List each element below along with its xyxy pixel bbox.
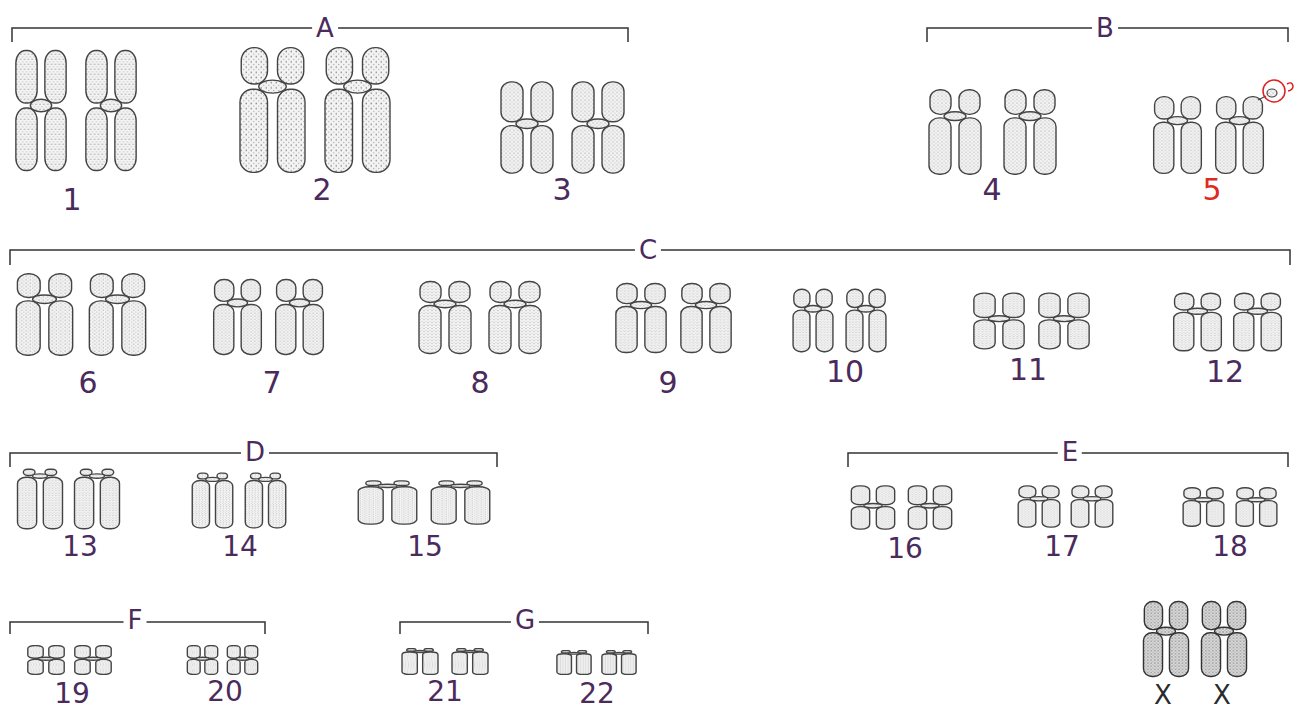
chromosome-number: 8 [466,368,493,398]
chromosome-number: 17 [1040,533,1084,561]
group-label: C [635,237,661,263]
chromosome-number: 2 [308,175,335,205]
chromosome-pairs [16,48,1281,677]
chromosome-number: 19 [50,680,94,708]
chromosome-number: 15 [403,533,447,561]
chromosome-number: 3 [548,175,575,205]
chromosome-number: 20 [203,678,247,706]
chromosome-number: 11 [1005,355,1051,385]
group-label: B [1092,15,1118,41]
chromosome-number: 7 [258,368,285,398]
group-label: E [1058,439,1082,465]
group-label: D [241,439,269,465]
group-label: F [124,607,147,633]
group-label: A [312,15,338,41]
group-label: G [511,607,539,633]
chromosome-number: 6 [74,368,101,398]
chromosome-number: 4 [978,175,1005,205]
deletion-marker [1258,80,1293,102]
chromosome-number: 16 [883,535,927,563]
sex-chromosome-label: X [1150,682,1176,708]
chromosome-number: 12 [1202,357,1248,387]
chromosome-number: 14 [218,533,262,561]
chromosome-number: 10 [822,357,868,387]
chromosome-number: 9 [654,368,681,398]
chromosome-number: 21 [423,678,467,706]
chromosome-number: 1 [58,185,85,215]
chromosome-number: 18 [1208,533,1252,561]
group-bracket [10,28,1290,634]
sex-chromosome-label: X [1209,682,1235,708]
chromosome-number: 13 [58,533,102,561]
chromosome-number: 22 [575,680,619,708]
chromosome-number: 5 [1198,175,1225,205]
